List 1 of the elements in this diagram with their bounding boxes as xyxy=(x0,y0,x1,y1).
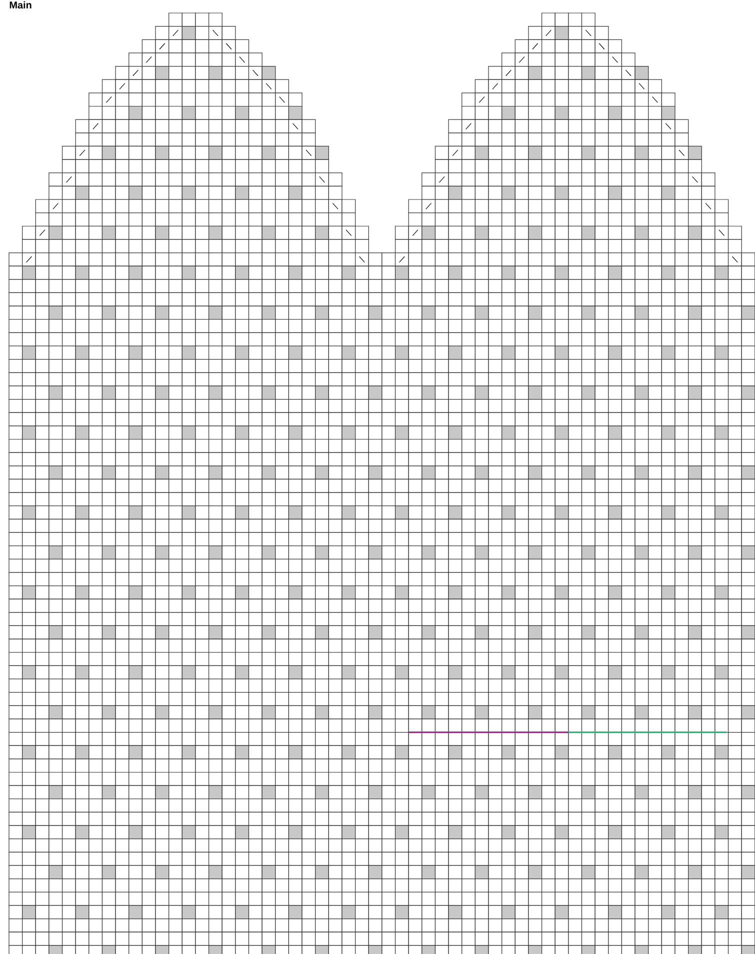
chart-title: Main xyxy=(10,1,32,9)
